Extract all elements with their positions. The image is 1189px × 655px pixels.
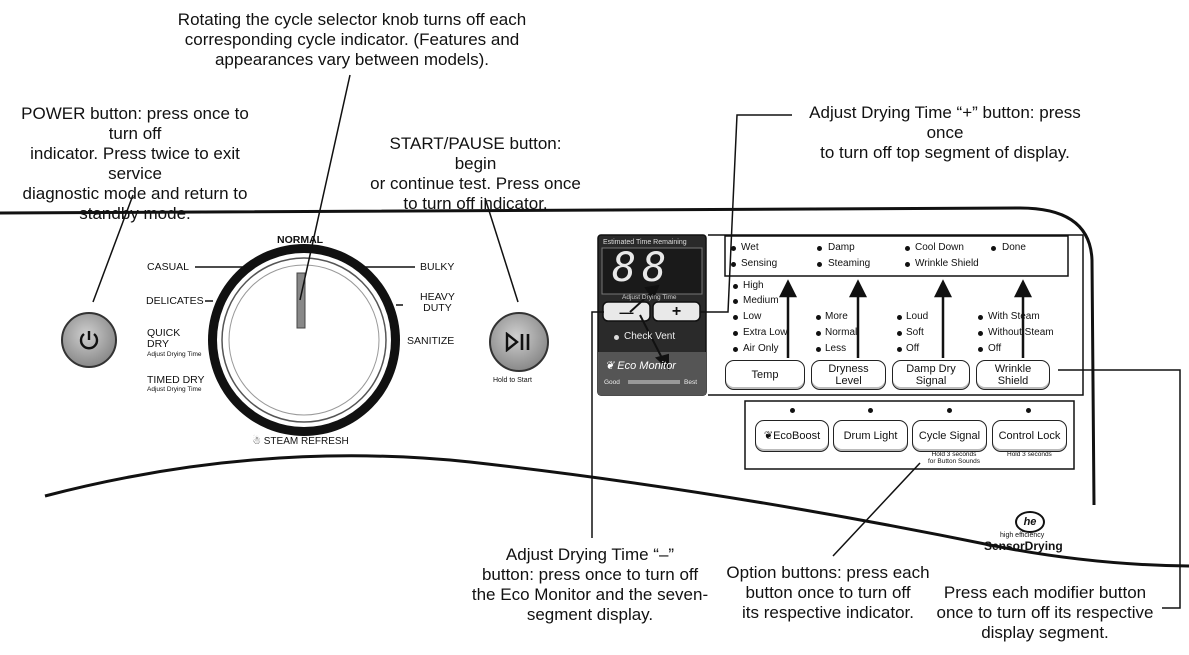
drum-light-button[interactable]: Drum Light [833,420,908,452]
knob-delicates-label: DELICATES [146,295,204,307]
cycle-signal-button[interactable]: Cycle Signal [912,420,987,452]
knob-bulky-label: BULKY [420,261,455,273]
wrinkle-led [978,315,983,320]
leaf-icon: ❦ [763,430,774,442]
cycle-signal-led [947,408,952,413]
signal-soft: Soft [906,327,924,338]
control-lock-button[interactable]: Control Lock [992,420,1067,452]
check-vent-label: Check Vent [624,331,676,342]
eco-best-label: Best [684,379,698,386]
temp-extra-low: Extra Low [743,327,788,338]
ecoboost-led [790,408,795,413]
temp-led [733,347,738,352]
estimated-time-label: Estimated Time Remaining [603,239,687,246]
ecoboost-button[interactable]: ❦EcoBoost [755,420,829,452]
cycle-selector-knob[interactable] [208,244,400,436]
logo-sensor-drying: SensorDrying [984,539,1063,553]
play-pause-icon [505,332,530,352]
status-wet: Wet [741,242,759,253]
signal-off: Off [906,343,920,354]
status-damp: Damp [828,242,855,253]
status-led [991,246,996,251]
knob-sanitize-label: SANITIZE [407,335,455,347]
signal-led [897,331,902,336]
status-led [905,262,910,267]
status-steaming: Steaming [828,258,871,269]
status-cool-down: Cool Down [915,242,964,253]
eco-monitor-label: ❦ Eco Monitor [605,360,676,372]
status-done: Done [1002,242,1026,253]
logo-high-efficiency: high efficiency [1000,532,1045,539]
temp-led [733,284,738,289]
power-button[interactable] [61,312,117,368]
leaf-icon: ❦ [605,360,615,372]
callout-start-pause: START/PAUSE button: begin or continue te… [370,134,581,213]
status-led [731,262,736,267]
seven-segment-display: 88 [612,245,673,291]
wrinkle-without-steam: Without Steam [988,327,1054,338]
status-wrinkle-shield: Wrinkle Shield [915,258,979,269]
adjust-drying-time-label: Adjust Drying Time [622,294,677,301]
wrinkle-shield-button[interactable]: Wrinkle Shield [976,360,1050,390]
wrinkle-led [978,347,983,352]
cycle-signal-sub: Hold 3 seconds for Button Sounds [928,451,981,465]
knob-casual-label: CASUAL [147,261,190,273]
callout-modifier-buttons: Press each modifier button once to turn … [936,583,1154,642]
temp-led [733,299,738,304]
wrinkle-off: Off [988,343,1002,354]
temp-led [733,331,738,336]
knob-quick-dry-sub: Adjust Drying Time [147,351,202,358]
callout-option-buttons: Option buttons: press each button once t… [726,563,930,622]
callout-adjust-minus: Adjust Drying Time “–” button: press onc… [471,545,709,624]
status-led [731,246,736,251]
dryness-led [816,347,821,352]
drum-light-led [868,408,873,413]
power-icon [79,331,99,350]
control-lock-sub: Hold 3 seconds [1007,451,1052,458]
dryness-more: More [825,311,848,322]
eco-good-label: Good [604,379,620,386]
he-logo: he [1015,511,1045,533]
knob-normal-label: NORMAL [277,234,324,246]
temp-button[interactable]: Temp [725,360,805,390]
signal-led [897,315,902,320]
temp-led [733,315,738,320]
callout-adjust-plus: Adjust Drying Time “+” button: press onc… [809,103,1081,162]
dryness-less: Less [825,343,847,354]
start-pause-button[interactable] [489,312,549,372]
dryness-led [816,331,821,336]
damp-dry-signal-button[interactable]: Damp Dry Signal [892,360,970,390]
wrinkle-with-steam: With Steam [988,311,1040,322]
dryness-led [816,315,821,320]
steam-icon: ☃ [252,436,261,447]
status-led [817,246,822,251]
adjust-plus-button[interactable]: + [671,302,682,320]
temp-air-only: Air Only [743,343,779,354]
wrinkle-led [978,331,983,336]
dryness-level-button[interactable]: Dryness Level [811,360,886,390]
adjust-minus-button[interactable]: — [619,303,634,320]
callout-cycle-selector: Rotating the cycle selector knob turns o… [177,10,527,69]
callout-power: POWER button: press once to turn off ind… [21,104,249,223]
status-led [817,262,822,267]
knob-timed-dry-label: TIMED DRY [147,374,205,386]
signal-loud: Loud [906,311,929,322]
check-vent-led [614,335,619,340]
signal-led [897,347,902,352]
knob-timed-dry-sub: Adjust Drying Time [147,386,202,393]
knob-steam-refresh: ☃ STEAM REFRESH [252,436,349,447]
temp-low: Low [743,311,762,322]
status-sensing: Sensing [741,258,778,269]
dryness-normal: Normal [825,327,858,338]
status-led [905,246,910,251]
temp-medium: Medium [743,295,779,306]
knob-quick-dry-label: QUICK DRY [147,327,181,350]
knob-heavy-duty-label: HEAVY DUTY [420,291,455,314]
hold-to-start-label: Hold to Start [493,377,532,384]
temp-high: High [743,280,764,291]
control-lock-led [1026,408,1031,413]
